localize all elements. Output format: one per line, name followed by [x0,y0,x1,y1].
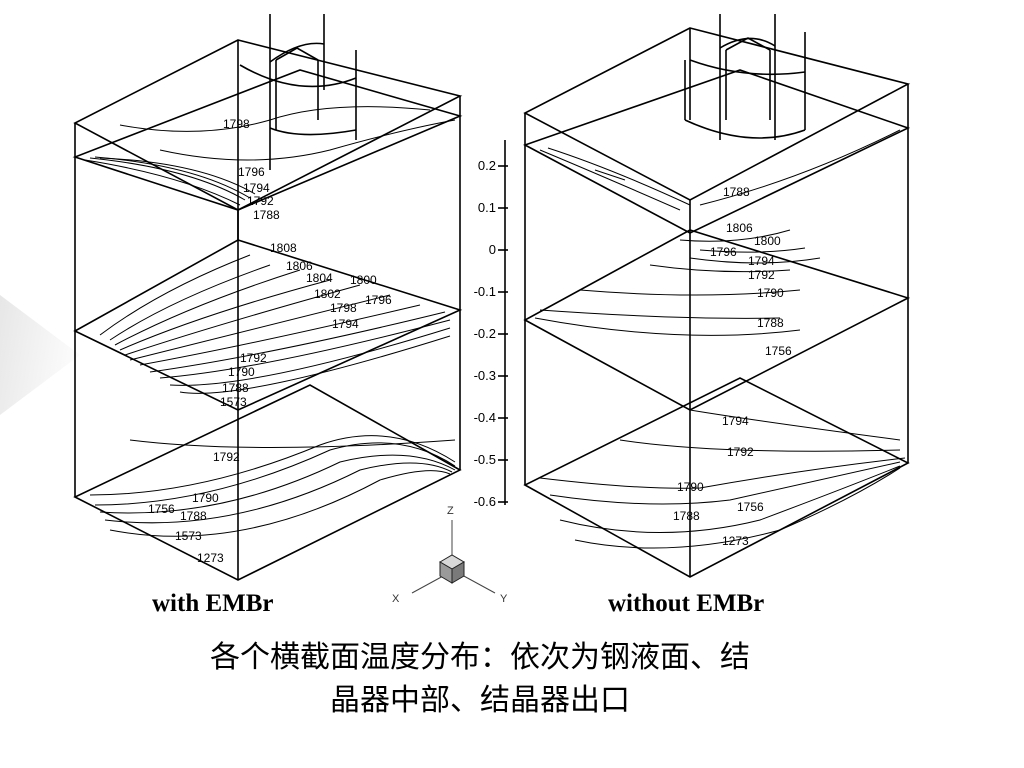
axis-label-y: Y [500,593,508,605]
z-scale: 0.2 0.1 0 -0.1 -0.2 -0.3 -0.4 -0.5 -0.6 [474,140,508,509]
right-bottom-contours [539,409,906,549]
left-top-contours [84,106,456,206]
contour-label: 1800 [350,273,377,287]
axis-label-x: X [392,593,400,605]
left-box-frame [72,39,463,581]
contour-label: 1794 [332,317,359,331]
right-bottom-labels: 1794 1792 1790 1788 1756 1273 [673,414,764,548]
left-box-with-embr [72,14,463,581]
contour-label: 1808 [270,241,297,255]
contour-label: 1802 [314,287,341,301]
contour-label: 1792 [213,450,240,464]
left-top-labels: 1798 1796 1794 1792 1788 [223,117,280,222]
contour-label: 1792 [727,445,754,459]
contour-label: 1796 [238,165,265,179]
contour-label: 1788 [180,509,207,523]
scale-tick-label: 0.1 [478,200,496,215]
right-middle-contours [534,229,821,336]
right-nozzle [684,14,806,140]
scale-tick-label: -0.6 [474,494,496,509]
left-middle-contours [99,254,451,394]
right-box-frame [523,27,911,578]
contour-label: 1794 [748,254,775,268]
contour-label: 1794 [243,181,270,195]
contour-label: 1794 [722,414,749,428]
contour-label: 1756 [148,502,175,516]
contour-label: 1796 [710,245,737,259]
contour-label: 1573 [175,529,202,543]
axis-label-z: Z [447,505,454,517]
right-top-labels: 1788 [723,185,750,199]
contour-label: 1804 [306,271,333,285]
contour-label: 1800 [754,234,781,248]
right-top-contours [539,129,901,211]
scale-tick-label: 0.2 [478,158,496,173]
orientation-axes: Z X Y [392,505,508,605]
contour-label: 1792 [247,194,274,208]
contour-label: 1790 [192,491,219,505]
contour-label: 1792 [240,351,267,365]
contour-label: 1756 [737,500,764,514]
left-nozzle [239,14,357,170]
contour-label: 1788 [253,208,280,222]
z-scale-ticks [498,165,508,503]
contour-label: 1273 [197,551,224,565]
contour-label: 1788 [723,185,750,199]
scale-tick-label: 0 [489,242,496,257]
contour-label: 1756 [765,344,792,358]
caption-cn-line-2: 晶器中部、结晶器出口 [330,683,630,718]
contour-label: 1790 [677,480,704,494]
contour-label: 1806 [286,259,313,273]
scale-tick-label: -0.3 [474,368,496,383]
scale-tick-label: -0.5 [474,452,496,467]
contour-label: 1806 [726,221,753,235]
caption-with-embr: with EMBr [152,590,274,617]
scale-tick-label: -0.1 [474,284,496,299]
left-bottom-contours [89,435,456,537]
contour-label: 1788 [222,381,249,395]
scale-tick-label: -0.2 [474,326,496,341]
contour-label: 1573 [220,395,247,409]
contour-label: 1796 [365,293,392,307]
contour-label: 1798 [330,301,357,315]
caption-without-embr: without EMBr [608,590,765,617]
caption-cn-line-1: 各个横截面温度分布：依次为钢液面、结 [210,640,750,675]
left-bottom-labels: 1792 1790 1788 1756 1573 1273 [148,450,240,565]
contour-label: 1790 [757,286,784,300]
right-middle-labels: 1806 1800 1796 1794 1792 1790 1788 1756 [710,221,792,358]
contour-label: 1273 [722,534,749,548]
contour-label: 1790 [228,365,255,379]
orientation-cube-right [451,561,465,584]
scale-tick-label: -0.4 [474,410,496,425]
contour-label: 1788 [673,509,700,523]
left-middle-labels: 1808 1806 1804 1802 1800 1798 1796 1794 … [220,241,392,409]
contour-label: 1792 [748,268,775,282]
right-box-without-embr [523,14,911,578]
contour-label: 1798 [223,117,250,131]
contour-label: 1788 [757,316,784,330]
